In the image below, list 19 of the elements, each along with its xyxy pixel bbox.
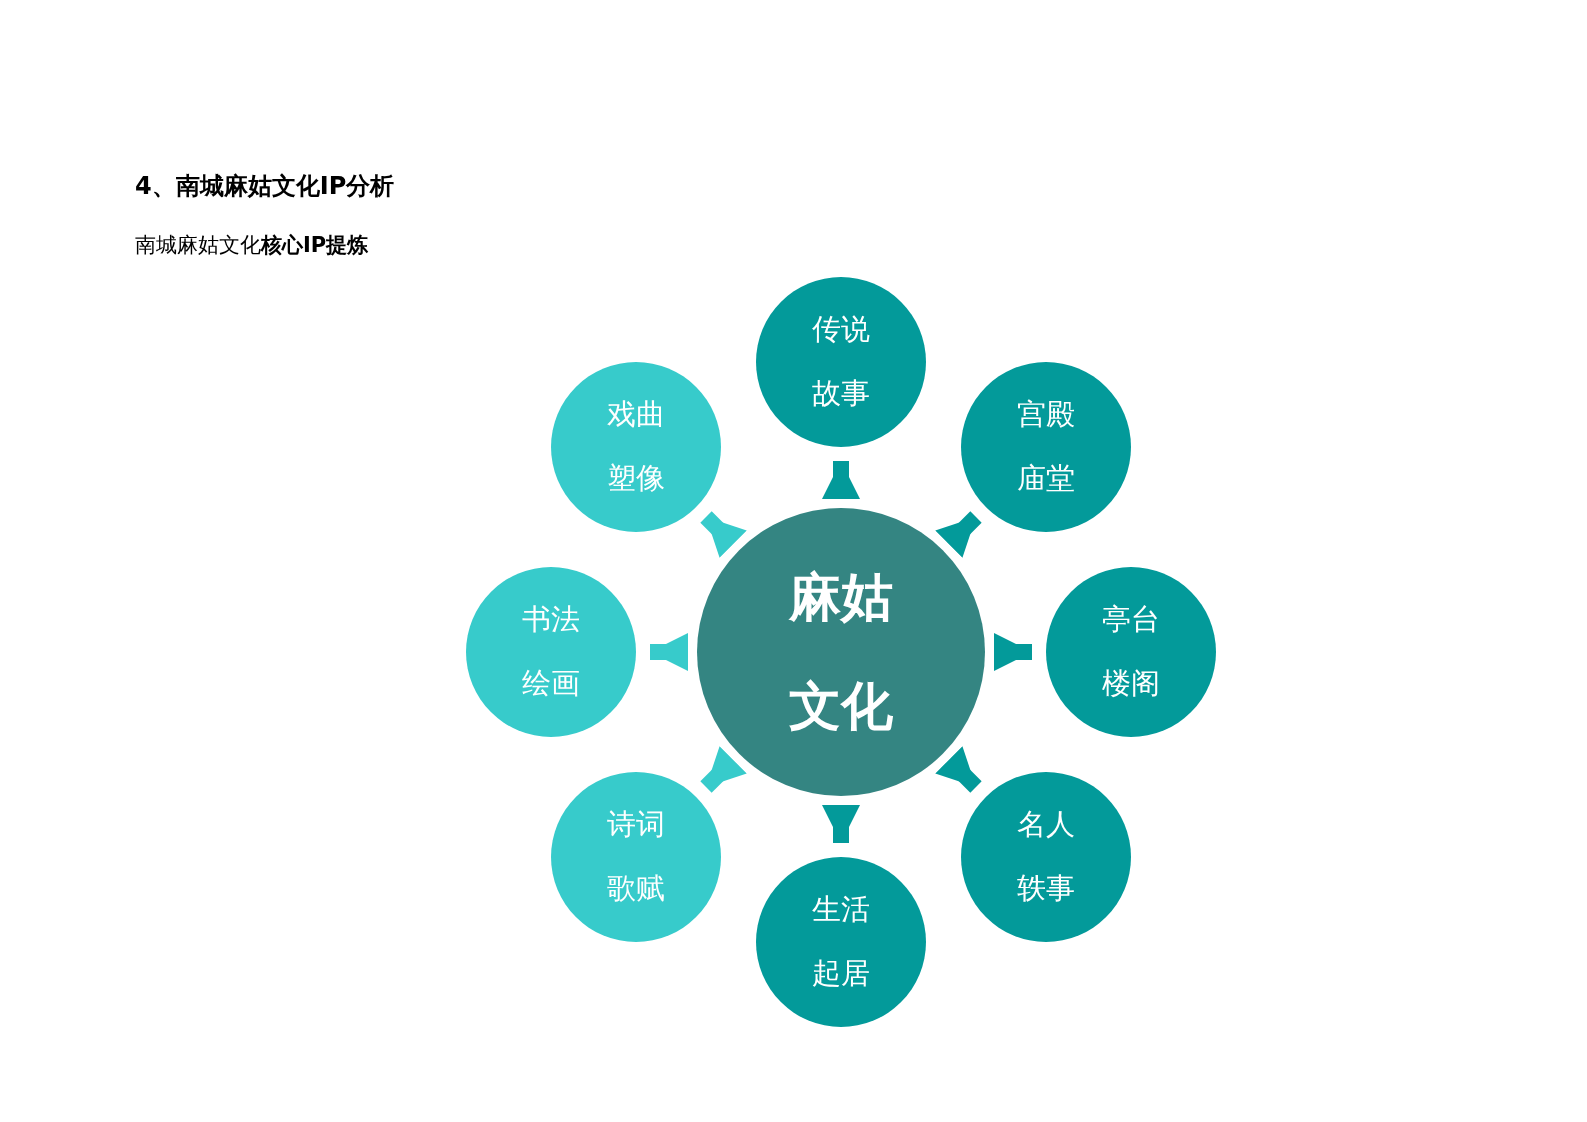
block-arrow bbox=[821, 461, 861, 500]
block-arrow bbox=[821, 804, 861, 843]
block-arrow bbox=[650, 632, 689, 672]
circle-label: 诗词歌赋 bbox=[606, 806, 666, 907]
circle-label: 生活起居 bbox=[811, 891, 871, 992]
circle-label: 麻姑文化 bbox=[787, 565, 894, 738]
circle-label: 宫殿庙堂 bbox=[1016, 396, 1076, 497]
circle-label: 戏曲塑像 bbox=[606, 396, 666, 497]
heading: 4、南城麻姑文化IP分析 bbox=[135, 171, 395, 202]
block-arrow bbox=[700, 511, 747, 558]
circle-label: 亭台楼阁 bbox=[1101, 601, 1161, 702]
circle-label: 名人轶事 bbox=[1016, 806, 1076, 907]
block-arrow bbox=[700, 746, 747, 793]
subheading: 南城麻姑文化核心IP提炼 bbox=[135, 232, 369, 259]
block-arrow bbox=[935, 511, 982, 558]
block-arrow bbox=[935, 746, 982, 793]
circle-label: 书法绘画 bbox=[521, 601, 581, 702]
block-arrow bbox=[993, 632, 1032, 672]
circle-label: 传说故事 bbox=[811, 311, 871, 412]
